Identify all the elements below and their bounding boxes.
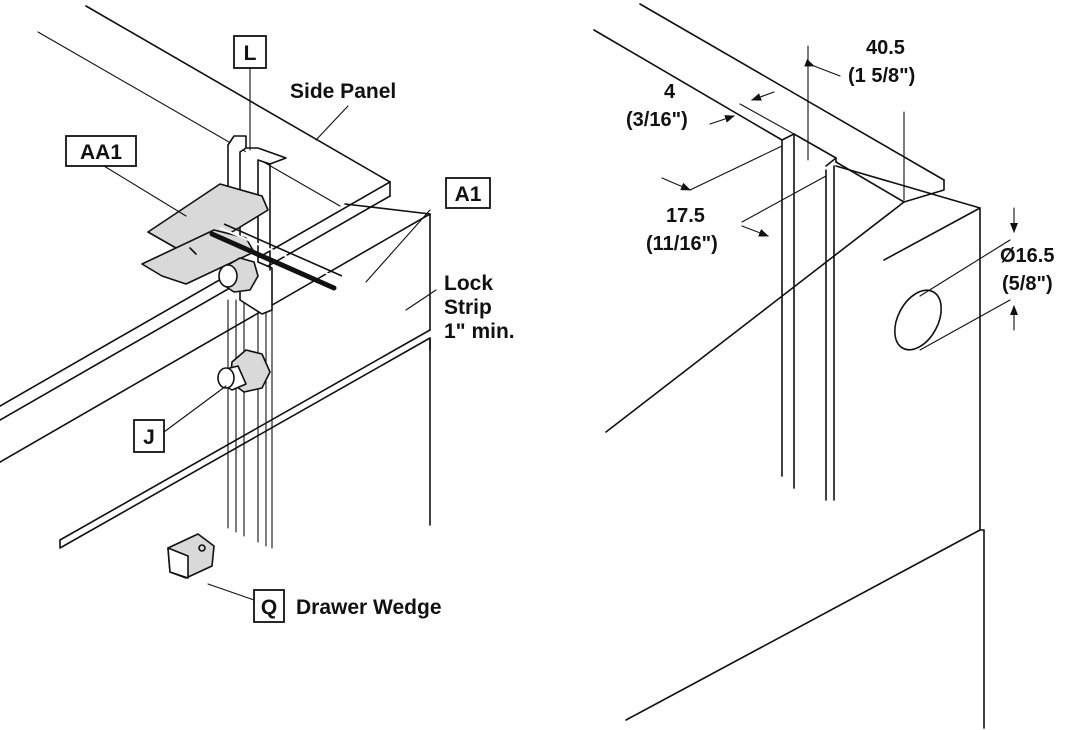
callout-q: Q: [253, 589, 285, 623]
dim-16-5-text: Ø16.5: [1000, 245, 1054, 267]
callout-l: L: [233, 35, 267, 69]
dim-16-5-in-text: (5/8"): [1002, 273, 1053, 295]
side-panel-label: Side Panel: [290, 80, 396, 103]
drilled-hole: [894, 289, 942, 351]
dim-40-5-text: 40.5: [866, 37, 905, 59]
right-front-face: [605, 165, 981, 523]
callout-l-text: L: [244, 42, 257, 65]
left-cabinet-view: L AA1 A1 J Q Side Panel Lock Strip 1" mi…: [0, 5, 515, 623]
groove: [781, 133, 837, 501]
dim-4-in-text: (3/16"): [626, 109, 688, 131]
dim-4: 4 (3/16"): [626, 81, 795, 135]
callout-aa1-text: AA1: [80, 141, 122, 164]
dim-17-5-text: 17.5: [666, 205, 705, 227]
j-knob: [217, 349, 271, 393]
lock-strip-label-line1: Lock: [444, 272, 493, 295]
dim-17-5-in-text: (11/16"): [646, 233, 718, 255]
callout-a1: A1: [445, 177, 491, 209]
upper-knob: [218, 257, 259, 293]
drawer-wedge-label: Drawer Wedge: [296, 596, 442, 619]
dim-4-text: 4: [664, 81, 676, 103]
right-cabinet-view: 40.5 (1 5/8") 4 (3/16") 17.5 (11/16") Ø: [593, 3, 1054, 729]
side-panel-outline: [0, 5, 391, 421]
aa1-bracket: [141, 183, 269, 285]
dim-17-5: 17.5 (11/16"): [646, 145, 827, 255]
lock-strip-label-line3: 1" min.: [444, 320, 515, 343]
callout-j: J: [133, 419, 165, 453]
lock-strip-rods: [209, 223, 343, 291]
callout-j-text: J: [143, 426, 155, 449]
right-drawer-front: [625, 521, 985, 729]
callout-aa1: AA1: [65, 135, 137, 167]
leader-lines: [103, 67, 437, 601]
callout-a1-text: A1: [455, 183, 482, 206]
lock-strip-front: [0, 203, 431, 541]
dim-16-5: Ø16.5 (5/8"): [919, 207, 1054, 351]
drawer-wedge-part: [167, 533, 215, 579]
right-side-panel: [593, 3, 945, 203]
lock-strip-label-line2: Strip: [444, 296, 492, 319]
dim-40-5-in-text: (1 5/8"): [848, 65, 915, 87]
vertical-rail: [227, 295, 273, 549]
dim-40-5: 40.5 (1 5/8"): [804, 37, 915, 201]
callout-q-text: Q: [261, 596, 277, 619]
drawer-front: [59, 337, 431, 549]
